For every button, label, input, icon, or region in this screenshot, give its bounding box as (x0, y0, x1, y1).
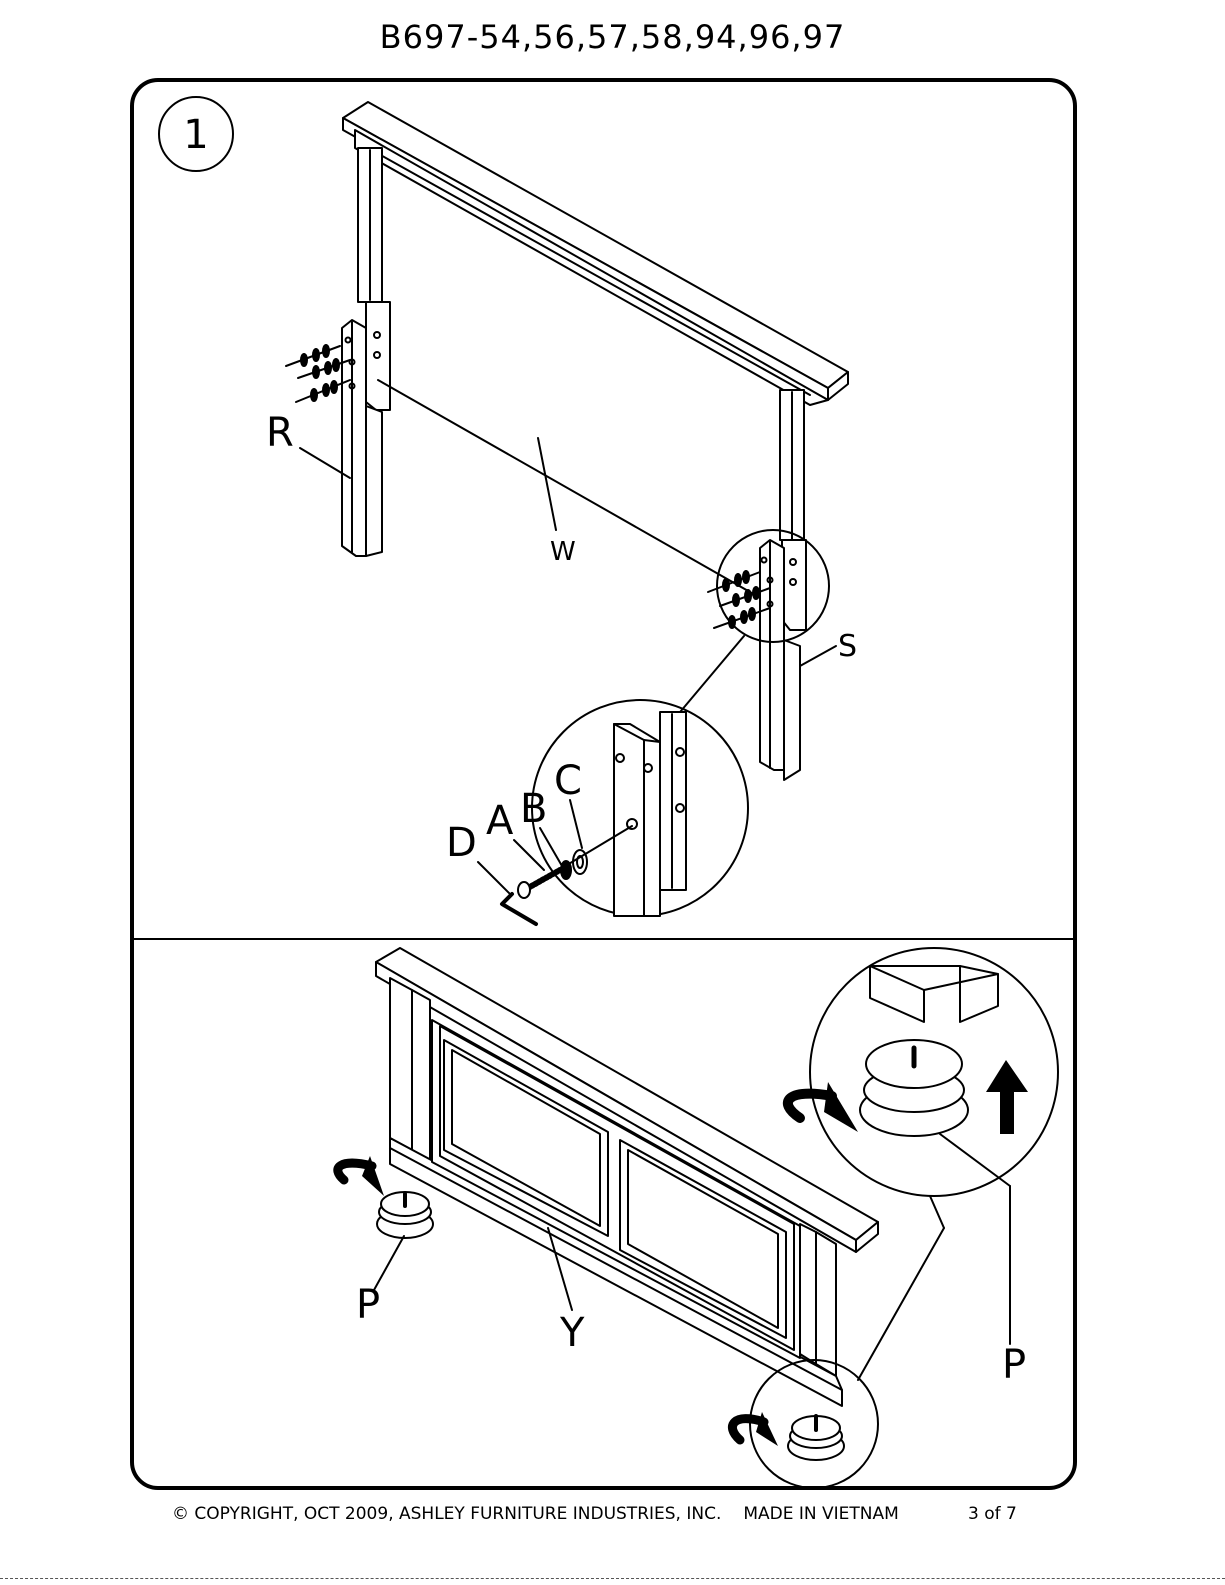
label-D: D (446, 820, 477, 866)
callout-connector-a (930, 1196, 944, 1228)
label-W: W (550, 537, 576, 567)
copyright-text: © COPYRIGHT, OCT 2009, ASHLEY FURNITURE … (172, 1504, 721, 1524)
label-Y: Y (559, 1310, 585, 1356)
footboard (376, 948, 878, 1406)
footer: © COPYRIGHT, OCT 2009, ASHLEY FURNITURE … (172, 1504, 921, 1524)
label-S: S (838, 629, 857, 664)
step-number-badge: 1 (159, 97, 233, 171)
label-P-right: P (1002, 1342, 1026, 1388)
label-B: B (520, 786, 547, 832)
up-arrow-icon (986, 1060, 1028, 1134)
label-P-left: P (356, 1282, 380, 1328)
label-C: C (554, 758, 582, 804)
label-R: R (266, 410, 294, 456)
made-in-text: MADE IN VIETNAM (743, 1504, 898, 1524)
left-bolt-set (286, 345, 350, 402)
step-number: 1 (183, 112, 208, 158)
label-A: A (486, 798, 514, 844)
headboard-top-rail (343, 102, 848, 405)
callout-connector-b (858, 1228, 944, 1380)
page-number: 3 of 7 (968, 1504, 1017, 1524)
detail-leader-line (670, 636, 744, 724)
page-edge-dotted-line (0, 1578, 1225, 1579)
